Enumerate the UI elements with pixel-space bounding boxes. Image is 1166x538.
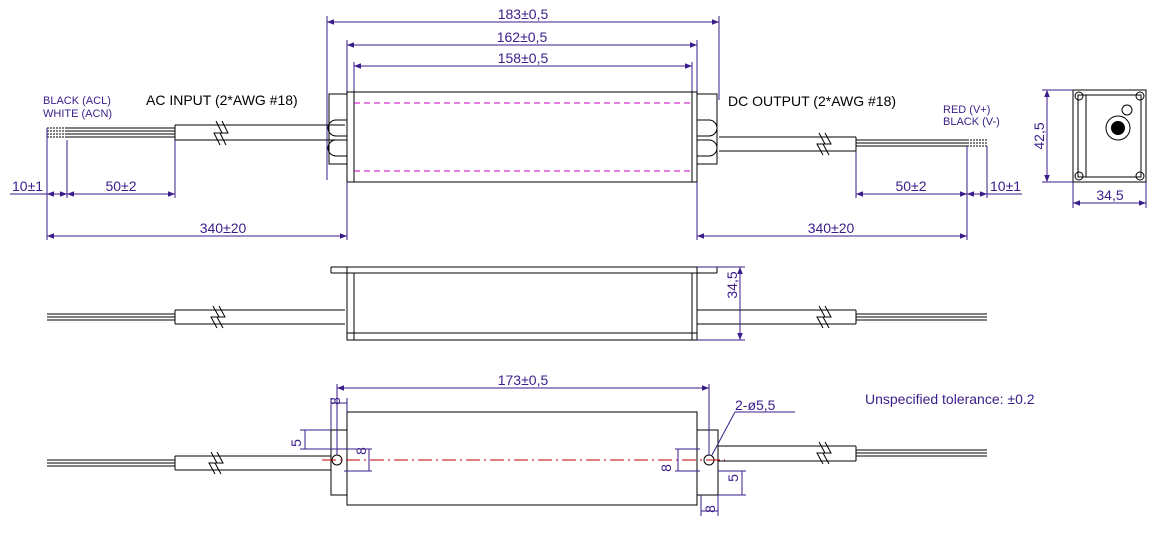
dim-right-strip-text: 10±1 xyxy=(990,178,1021,194)
end-height-text: 42,5 xyxy=(1031,122,1047,149)
tolerance-note: Unspecified tolerance: ±0.2 xyxy=(865,391,1035,407)
ac-wire-white-label: WHITE (ACN) xyxy=(43,108,112,120)
dim-right-wire-text: 50±2 xyxy=(895,178,926,194)
top-view: 183±0,5 162±0,5 158±0,5 xyxy=(10,6,1022,240)
dim-right-8-text: 8 xyxy=(658,464,674,472)
case-body-side xyxy=(346,266,698,341)
left-mount-tab xyxy=(328,93,347,165)
dc-wire-black-label: BLACK (V-) xyxy=(943,116,1000,128)
holes-callout: 2-ø5,5 xyxy=(735,397,776,413)
right-flange xyxy=(697,429,719,496)
dim-left-strip-text: 10±1 xyxy=(12,178,43,194)
case-body-top xyxy=(346,91,698,183)
dim-left-cable-text: 340±20 xyxy=(200,220,247,236)
side-view: 34,5 xyxy=(47,266,987,341)
ac-wire-black-label: BLACK (ACL) xyxy=(43,95,111,107)
dim-body-text: 162±0,5 xyxy=(497,29,548,45)
end-view: 42,5 34,5 xyxy=(1031,89,1147,208)
holes-leader xyxy=(711,411,736,456)
dim-holes-text: 173±0,5 xyxy=(498,372,549,388)
dim-right-cable-text: 340±20 xyxy=(808,220,855,236)
dim-left-5-text: 5 xyxy=(288,439,304,447)
dim-overall-text: 183±0,5 xyxy=(498,6,549,22)
bottom-view: 173±0,5 8 5 8 8 5 8 2-ø5,5 Unspecified t… xyxy=(47,372,1035,516)
output-cable-gland xyxy=(1105,115,1131,141)
dc-output-label: DC OUTPUT (2*AWG #18) xyxy=(728,93,896,109)
dim-left-8-text: 8 xyxy=(353,447,369,455)
dim-top-8-text: 8 xyxy=(327,397,343,405)
left-flange xyxy=(330,429,347,496)
dim-bottom-8-text: 8 xyxy=(702,505,718,513)
right-mount-tab xyxy=(697,93,718,165)
side-height-text: 34,5 xyxy=(724,271,740,298)
case-body-bottom xyxy=(346,411,698,506)
dim-left-wire-text: 50±2 xyxy=(105,178,136,194)
ac-input-label: AC INPUT (2*AWG #18) xyxy=(146,92,298,108)
dc-wire-red-label: RED (V+) xyxy=(943,104,990,116)
dim-right-5-text: 5 xyxy=(725,474,741,482)
end-width-text: 34,5 xyxy=(1096,187,1123,203)
dim-inner-text: 158±0,5 xyxy=(498,50,549,66)
